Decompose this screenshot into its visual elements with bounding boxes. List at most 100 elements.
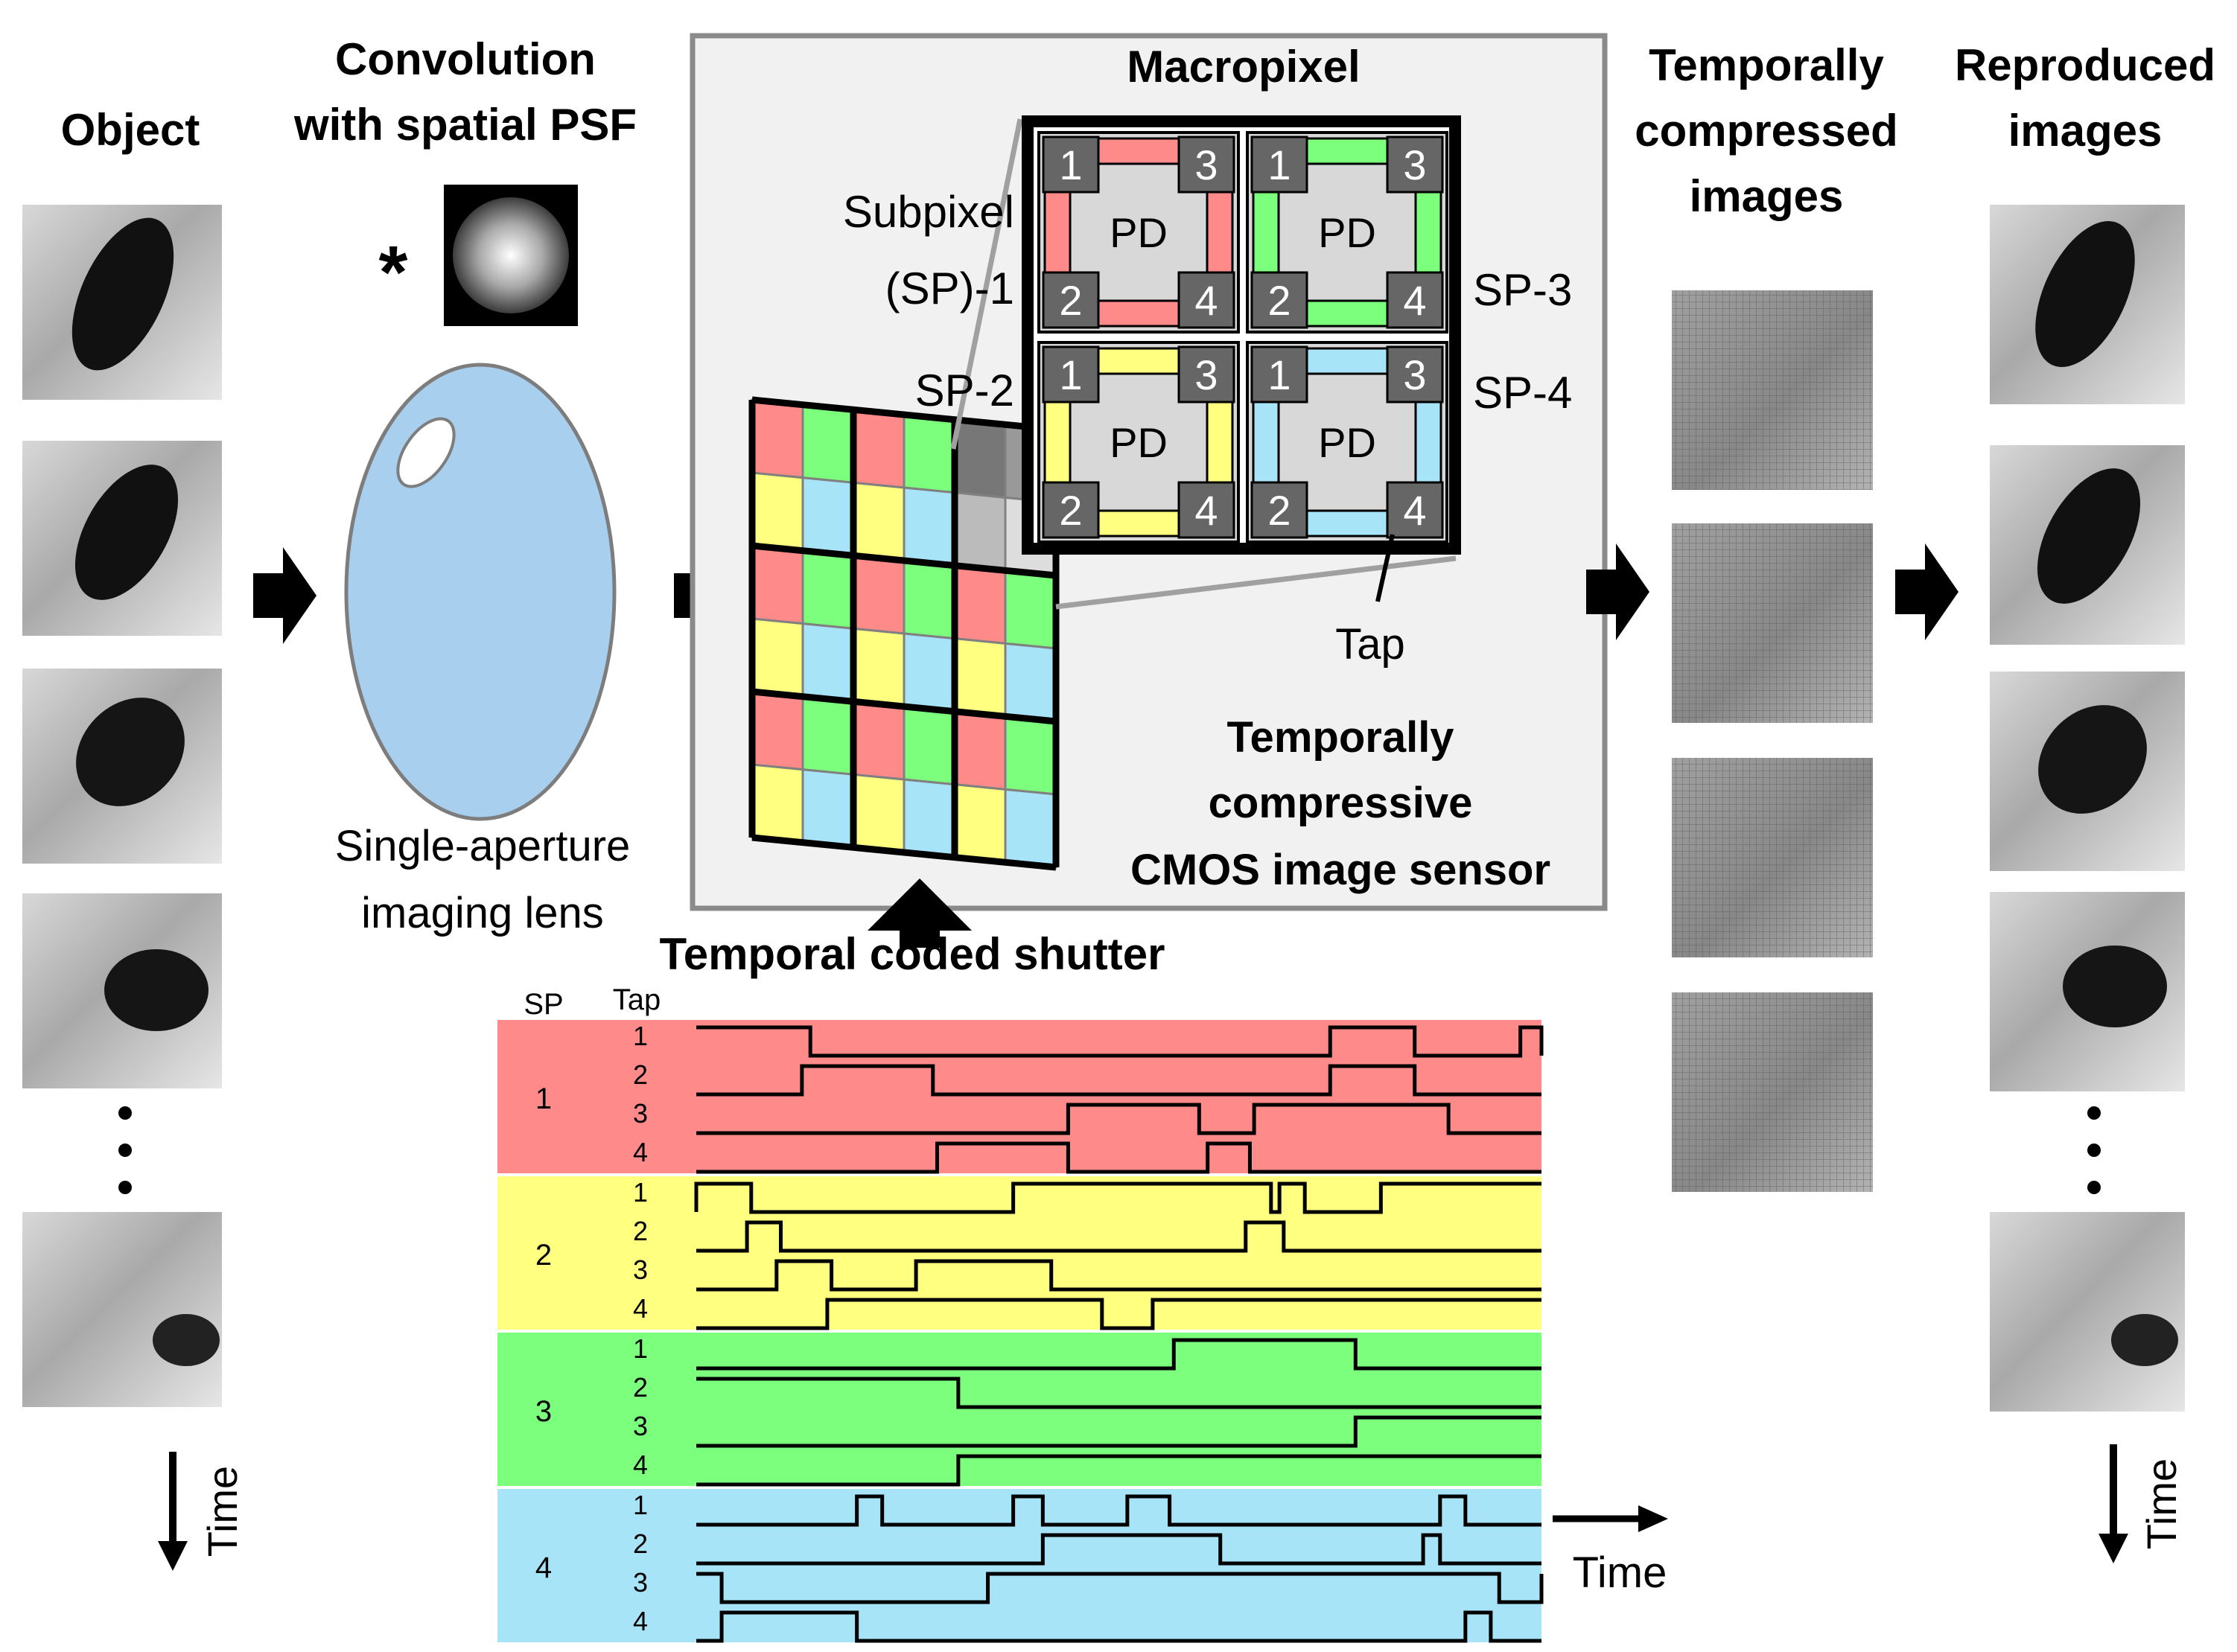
- sensor-subpixel: [852, 627, 906, 708]
- tap-square: [1386, 135, 1444, 194]
- timing-tap-label: 3: [633, 1098, 648, 1129]
- sp4-label: SP-4: [1473, 368, 1572, 418]
- tap-bar: [1252, 186, 1280, 278]
- compressed-image: [1672, 290, 1873, 490]
- tap-number: 4: [1194, 487, 1218, 534]
- tap-number: 2: [1059, 277, 1082, 324]
- sensor-subpixel: [751, 398, 804, 479]
- tap-number: 3: [1194, 141, 1218, 188]
- sensor-subpixel: [1004, 642, 1057, 723]
- object-frame: [22, 669, 222, 864]
- lens-icon: [344, 363, 617, 821]
- sensor-subpixel: [751, 763, 804, 844]
- tap-bar: [1092, 137, 1185, 165]
- pd-label: PD: [1318, 419, 1376, 466]
- compressed-image: [1672, 992, 1873, 1192]
- tap-bar: [1301, 299, 1393, 328]
- timing-trace: [696, 1494, 1541, 1527]
- timing-trace: [696, 1610, 1541, 1643]
- lens-label-line2: imaging lens: [361, 889, 604, 937]
- tap-bar: [1301, 137, 1393, 165]
- tap-number: 1: [1267, 351, 1291, 398]
- timing-trace: [696, 1533, 1541, 1566]
- timing-trace: [696, 1298, 1541, 1330]
- timing-tap-label: 2: [633, 1216, 648, 1246]
- shutter-tap-header: Tap: [613, 983, 661, 1016]
- reproduced-frame: [1990, 1212, 2185, 1412]
- tap-bar: [1206, 186, 1234, 278]
- tap-square: [1250, 345, 1308, 404]
- tap-bar: [1206, 396, 1234, 488]
- timing-sp-label: 2: [535, 1239, 552, 1272]
- timing-tap-label: 3: [633, 1567, 648, 1598]
- sensor-subpixel: [801, 404, 855, 484]
- object-frame: [22, 1212, 222, 1407]
- tap-square: [1042, 135, 1100, 194]
- object-frame: [22, 441, 222, 636]
- sensor-subpixel: [751, 617, 804, 698]
- pd-label: PD: [1318, 209, 1376, 256]
- flow-arrow-icon: [1895, 543, 1958, 640]
- timing-tap-label: 1: [633, 1333, 648, 1364]
- tap-number: 4: [1194, 277, 1218, 324]
- reproduced-frame: [1990, 445, 2185, 645]
- tap-number: 2: [1267, 487, 1291, 534]
- tap-bar: [1301, 347, 1393, 375]
- convolution-title-line1: Convolution: [335, 34, 596, 84]
- sensor-pixel-array: [748, 396, 1060, 871]
- reproduced-title-line2: images: [2008, 106, 2163, 156]
- convolution-title-line2: with spatial PSF: [293, 100, 637, 150]
- timing-tap-label: 3: [633, 1411, 648, 1441]
- timing-trace: [696, 1454, 1541, 1487]
- sensor-subpixel: [852, 481, 906, 562]
- tap-number: 3: [1194, 351, 1218, 398]
- timing-trace: [696, 1377, 1541, 1409]
- sensor-subpixel: [953, 637, 1007, 718]
- tap-number: 1: [1059, 351, 1082, 398]
- timing-trace: [696, 1025, 1544, 1058]
- psf-image: [444, 185, 578, 326]
- tap-label: Tap: [1335, 620, 1405, 669]
- timing-tap-label: 2: [633, 1059, 648, 1090]
- timing-tap-label: 4: [633, 1606, 648, 1636]
- object-time-arrow: [158, 1452, 188, 1571]
- tap-number: 4: [1403, 487, 1426, 534]
- tap-square: [1250, 271, 1308, 329]
- compressed-image: [1672, 758, 1873, 957]
- reproduced-frame: [1990, 205, 2185, 404]
- sensor-subpixel: [751, 471, 804, 552]
- tap-number: 2: [1059, 487, 1082, 534]
- tap-pointer: [1375, 534, 1395, 602]
- sensor-subpixel: [903, 413, 956, 494]
- timing-tap-label: 3: [633, 1254, 648, 1285]
- timing-trace: [696, 1415, 1541, 1448]
- tap-square: [1250, 135, 1308, 194]
- subpixel-4: 1 3 2 4 PD: [1246, 341, 1448, 543]
- sensor-subpixel: [751, 690, 804, 771]
- sensor-subpixel: [903, 705, 956, 786]
- timing-trace: [696, 1064, 1541, 1097]
- timing-trace: [696, 1259, 1541, 1292]
- timing-tap-label: 4: [633, 1293, 648, 1324]
- sp3-label: SP-3: [1473, 265, 1572, 315]
- shutter-sp-header: SP: [524, 988, 563, 1021]
- pd-label: PD: [1110, 209, 1168, 256]
- timing-trace: [696, 1572, 1544, 1604]
- sensor-subpixel: [1004, 788, 1057, 869]
- object-frame: [22, 205, 222, 400]
- tap-number: 1: [1267, 141, 1291, 188]
- tap-square: [1042, 481, 1100, 539]
- tap-square: [1042, 345, 1100, 404]
- sensor-subpixel: [801, 549, 855, 630]
- tap-number: 3: [1403, 351, 1426, 398]
- tap-bar: [1301, 509, 1393, 538]
- sensor-subpixel: [953, 564, 1007, 645]
- sensor-title-line2: compressive: [1209, 779, 1473, 827]
- timing-tap-label: 2: [633, 1528, 648, 1559]
- tap-square: [1042, 271, 1100, 329]
